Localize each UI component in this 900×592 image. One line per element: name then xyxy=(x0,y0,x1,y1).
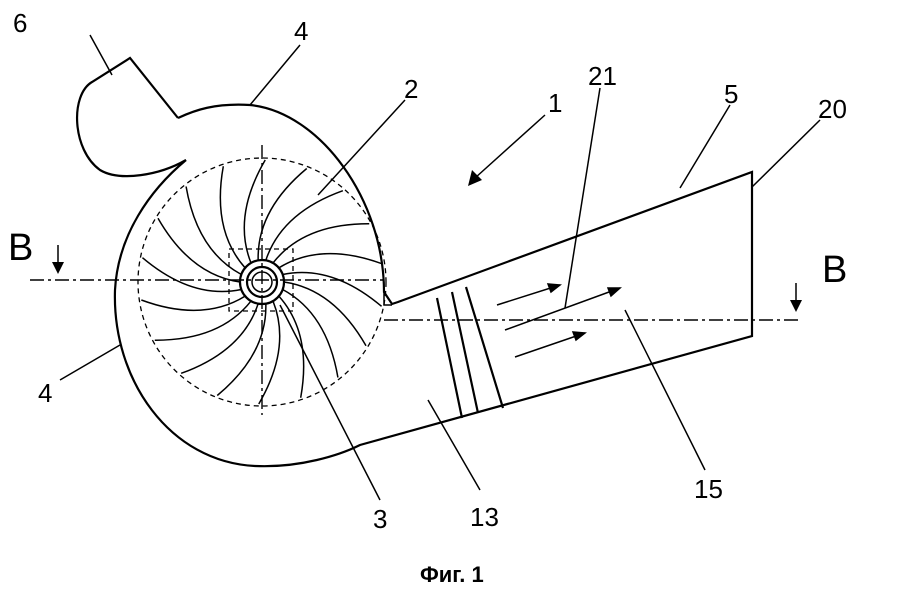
fan-housing xyxy=(113,103,754,468)
impeller-blade xyxy=(157,217,241,283)
impeller-blade xyxy=(283,281,367,347)
label-b-left: B xyxy=(8,227,33,269)
label-4-top: 4 xyxy=(294,16,308,46)
section-arrows xyxy=(52,245,802,312)
figure-caption: Фиг. 1 xyxy=(420,562,484,587)
label-6: 6 xyxy=(13,8,27,38)
impeller-circle xyxy=(137,157,387,407)
impeller-blade xyxy=(258,300,281,405)
impeller-blade xyxy=(272,223,370,264)
impeller-blade xyxy=(219,166,246,269)
label-13: 13 xyxy=(470,502,499,532)
label-3: 3 xyxy=(373,504,387,534)
unit-arrowhead xyxy=(468,170,482,186)
element-13-lines xyxy=(435,286,505,419)
impeller-blade xyxy=(141,257,242,293)
label-1: 1 xyxy=(548,88,562,118)
label-20: 20 xyxy=(818,94,847,124)
impeller-blade xyxy=(185,186,242,276)
label-15: 15 xyxy=(694,474,723,504)
impeller-blade xyxy=(282,271,383,307)
impeller-blade xyxy=(278,252,383,269)
flow-arrows xyxy=(496,283,622,358)
impeller-blade xyxy=(265,189,344,261)
impeller-blade xyxy=(278,295,305,398)
leader-lines xyxy=(59,34,821,501)
impeller-blade xyxy=(141,295,246,312)
section-line xyxy=(30,279,800,321)
volute-tongue xyxy=(383,292,392,306)
label-21: 21 xyxy=(588,61,617,91)
impeller-blade xyxy=(257,167,308,261)
label-5: 5 xyxy=(724,79,738,109)
label-2: 2 xyxy=(404,74,418,104)
inlet-pipe xyxy=(75,56,187,178)
impeller-blade xyxy=(282,288,339,378)
impeller-blades xyxy=(141,159,383,405)
impeller-blade xyxy=(216,303,267,397)
impeller-blade xyxy=(180,303,259,375)
impeller-blade xyxy=(243,159,266,264)
unit-arrow xyxy=(474,114,546,179)
label-4-left: 4 xyxy=(38,378,52,408)
label-b-right: B xyxy=(822,249,847,291)
impeller-blade xyxy=(154,300,252,341)
